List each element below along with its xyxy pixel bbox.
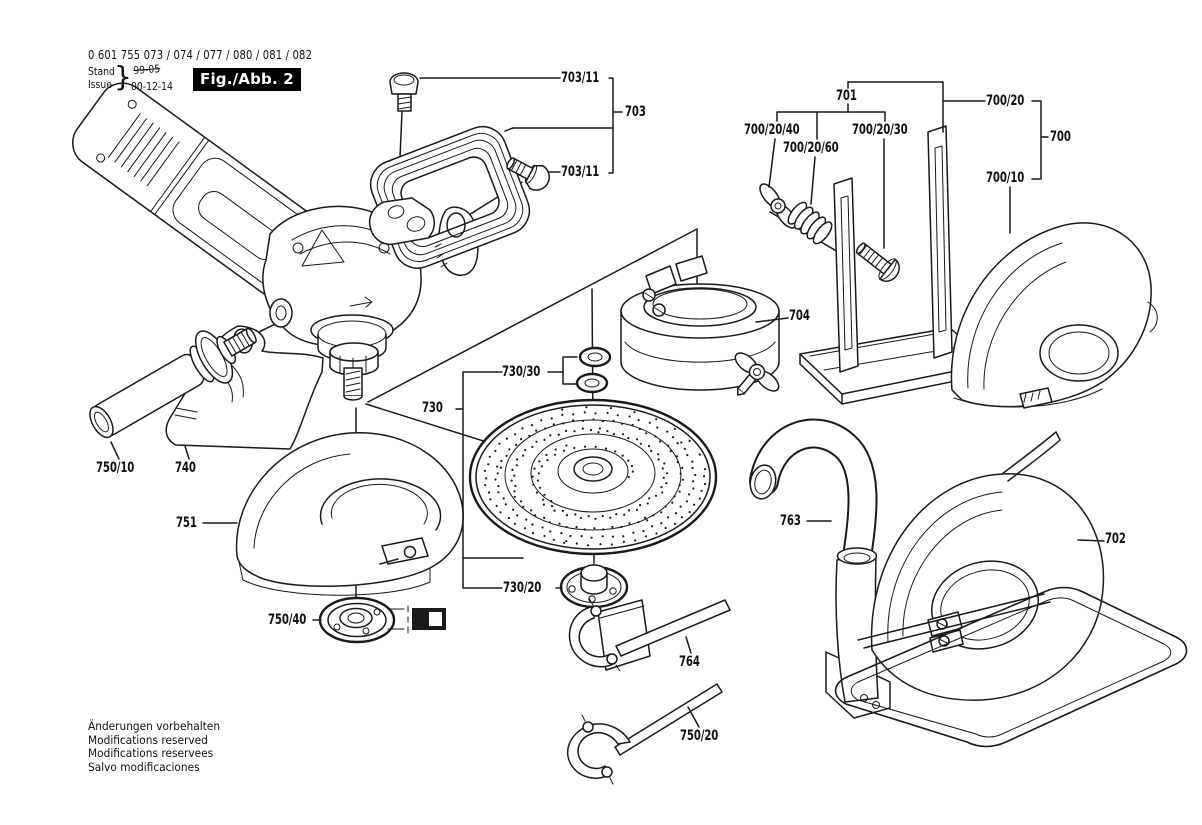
part-label-700-20-30: 700/20/30 <box>852 122 908 138</box>
part-label-703: 703 <box>625 104 646 120</box>
part-label-750-20: 750/20 <box>680 728 719 744</box>
carry-handle-703 <box>368 126 531 276</box>
issue-date: 00-12-14 <box>131 81 173 93</box>
washers-730-30 <box>575 346 612 394</box>
part-label-703-11-top: 703/11 <box>561 70 600 86</box>
part-label-700-20-60: 700/20/60 <box>783 140 839 156</box>
clamp-flange-730-20 <box>559 562 629 609</box>
superseded-date: 99-05 <box>133 63 161 77</box>
guide-rails-and-base-700-20 <box>799 125 991 405</box>
part-label-704: 704 <box>789 308 810 324</box>
leader-740 <box>184 445 190 460</box>
leader-764 <box>685 636 692 654</box>
screw-700-20-30 <box>855 242 900 282</box>
leader-730-group <box>455 356 578 589</box>
spring-700-20-60 <box>787 201 833 245</box>
type-number-list: 0 601 755 073 / 074 / 077 / 080 / 081 / … <box>88 47 313 62</box>
modifications-notice: Änderungen vorbehalten Modifications res… <box>88 719 232 774</box>
leader-702 <box>1077 539 1105 542</box>
leader-750-20 <box>687 706 700 728</box>
part-label-700-10: 700/10 <box>986 170 1025 186</box>
bolt-703-11-top <box>389 72 419 112</box>
leader-lines <box>110 77 1105 728</box>
notice-line-fr: Modifications reservees <box>88 746 214 761</box>
stand-label: Stand <box>88 66 115 78</box>
leader-700-group <box>768 81 1049 249</box>
part-label-730: 730 <box>422 400 443 416</box>
part-label-703-11-bottom: 703/11 <box>561 164 600 180</box>
part-label-700: 700 <box>1050 129 1071 145</box>
part-label-750-10: 750/10 <box>96 460 135 476</box>
part-label-702: 702 <box>1105 531 1126 547</box>
grease-symbol-icon <box>387 605 446 634</box>
part-label-763: 763 <box>780 513 801 529</box>
part-label-750-40: 750/40 <box>268 612 307 628</box>
part-label-751: 751 <box>176 515 197 531</box>
flange-nut-750-40 <box>318 596 396 644</box>
part-label-730-20: 730/20 <box>503 580 542 596</box>
leader-750-10 <box>110 441 120 460</box>
notice-line-de: Änderungen vorbehalten <box>88 719 221 733</box>
part-label-730-30: 730/30 <box>502 364 541 380</box>
stand-issue-block: Stand Issue <box>88 66 119 92</box>
wheel-guard-751 <box>235 432 464 596</box>
part-label-700-20: 700/20 <box>986 93 1025 109</box>
leader-704 <box>755 317 789 323</box>
issue-label: Issue <box>88 79 112 91</box>
part-label-740: 740 <box>175 460 196 476</box>
cutting-guard-sled-702 <box>825 431 1188 748</box>
leader-703-group <box>419 77 623 174</box>
part-label-700-20-40: 700/20/40 <box>744 122 800 138</box>
part-label-701: 701 <box>836 88 857 104</box>
figure-number-badge: Fig./Abb. 2 <box>193 68 301 91</box>
notice-line-en: Modifications reserved <box>88 732 208 747</box>
extraction-collar-704 <box>620 255 780 396</box>
side-handle-750-10 <box>89 327 257 439</box>
extraction-hose-763 <box>749 418 878 565</box>
bolt-703-11-bottom <box>506 157 550 191</box>
brace-glyph: } <box>114 60 132 93</box>
pin-spanner-750-20 <box>567 683 723 785</box>
notice-line-es: Salvo modificaciones <box>88 759 200 774</box>
cutting-guard-700-10 <box>950 222 1158 409</box>
part-label-764: 764 <box>679 654 700 670</box>
backing-pad-730 <box>468 398 718 556</box>
pin-wrench-764 <box>568 597 731 672</box>
